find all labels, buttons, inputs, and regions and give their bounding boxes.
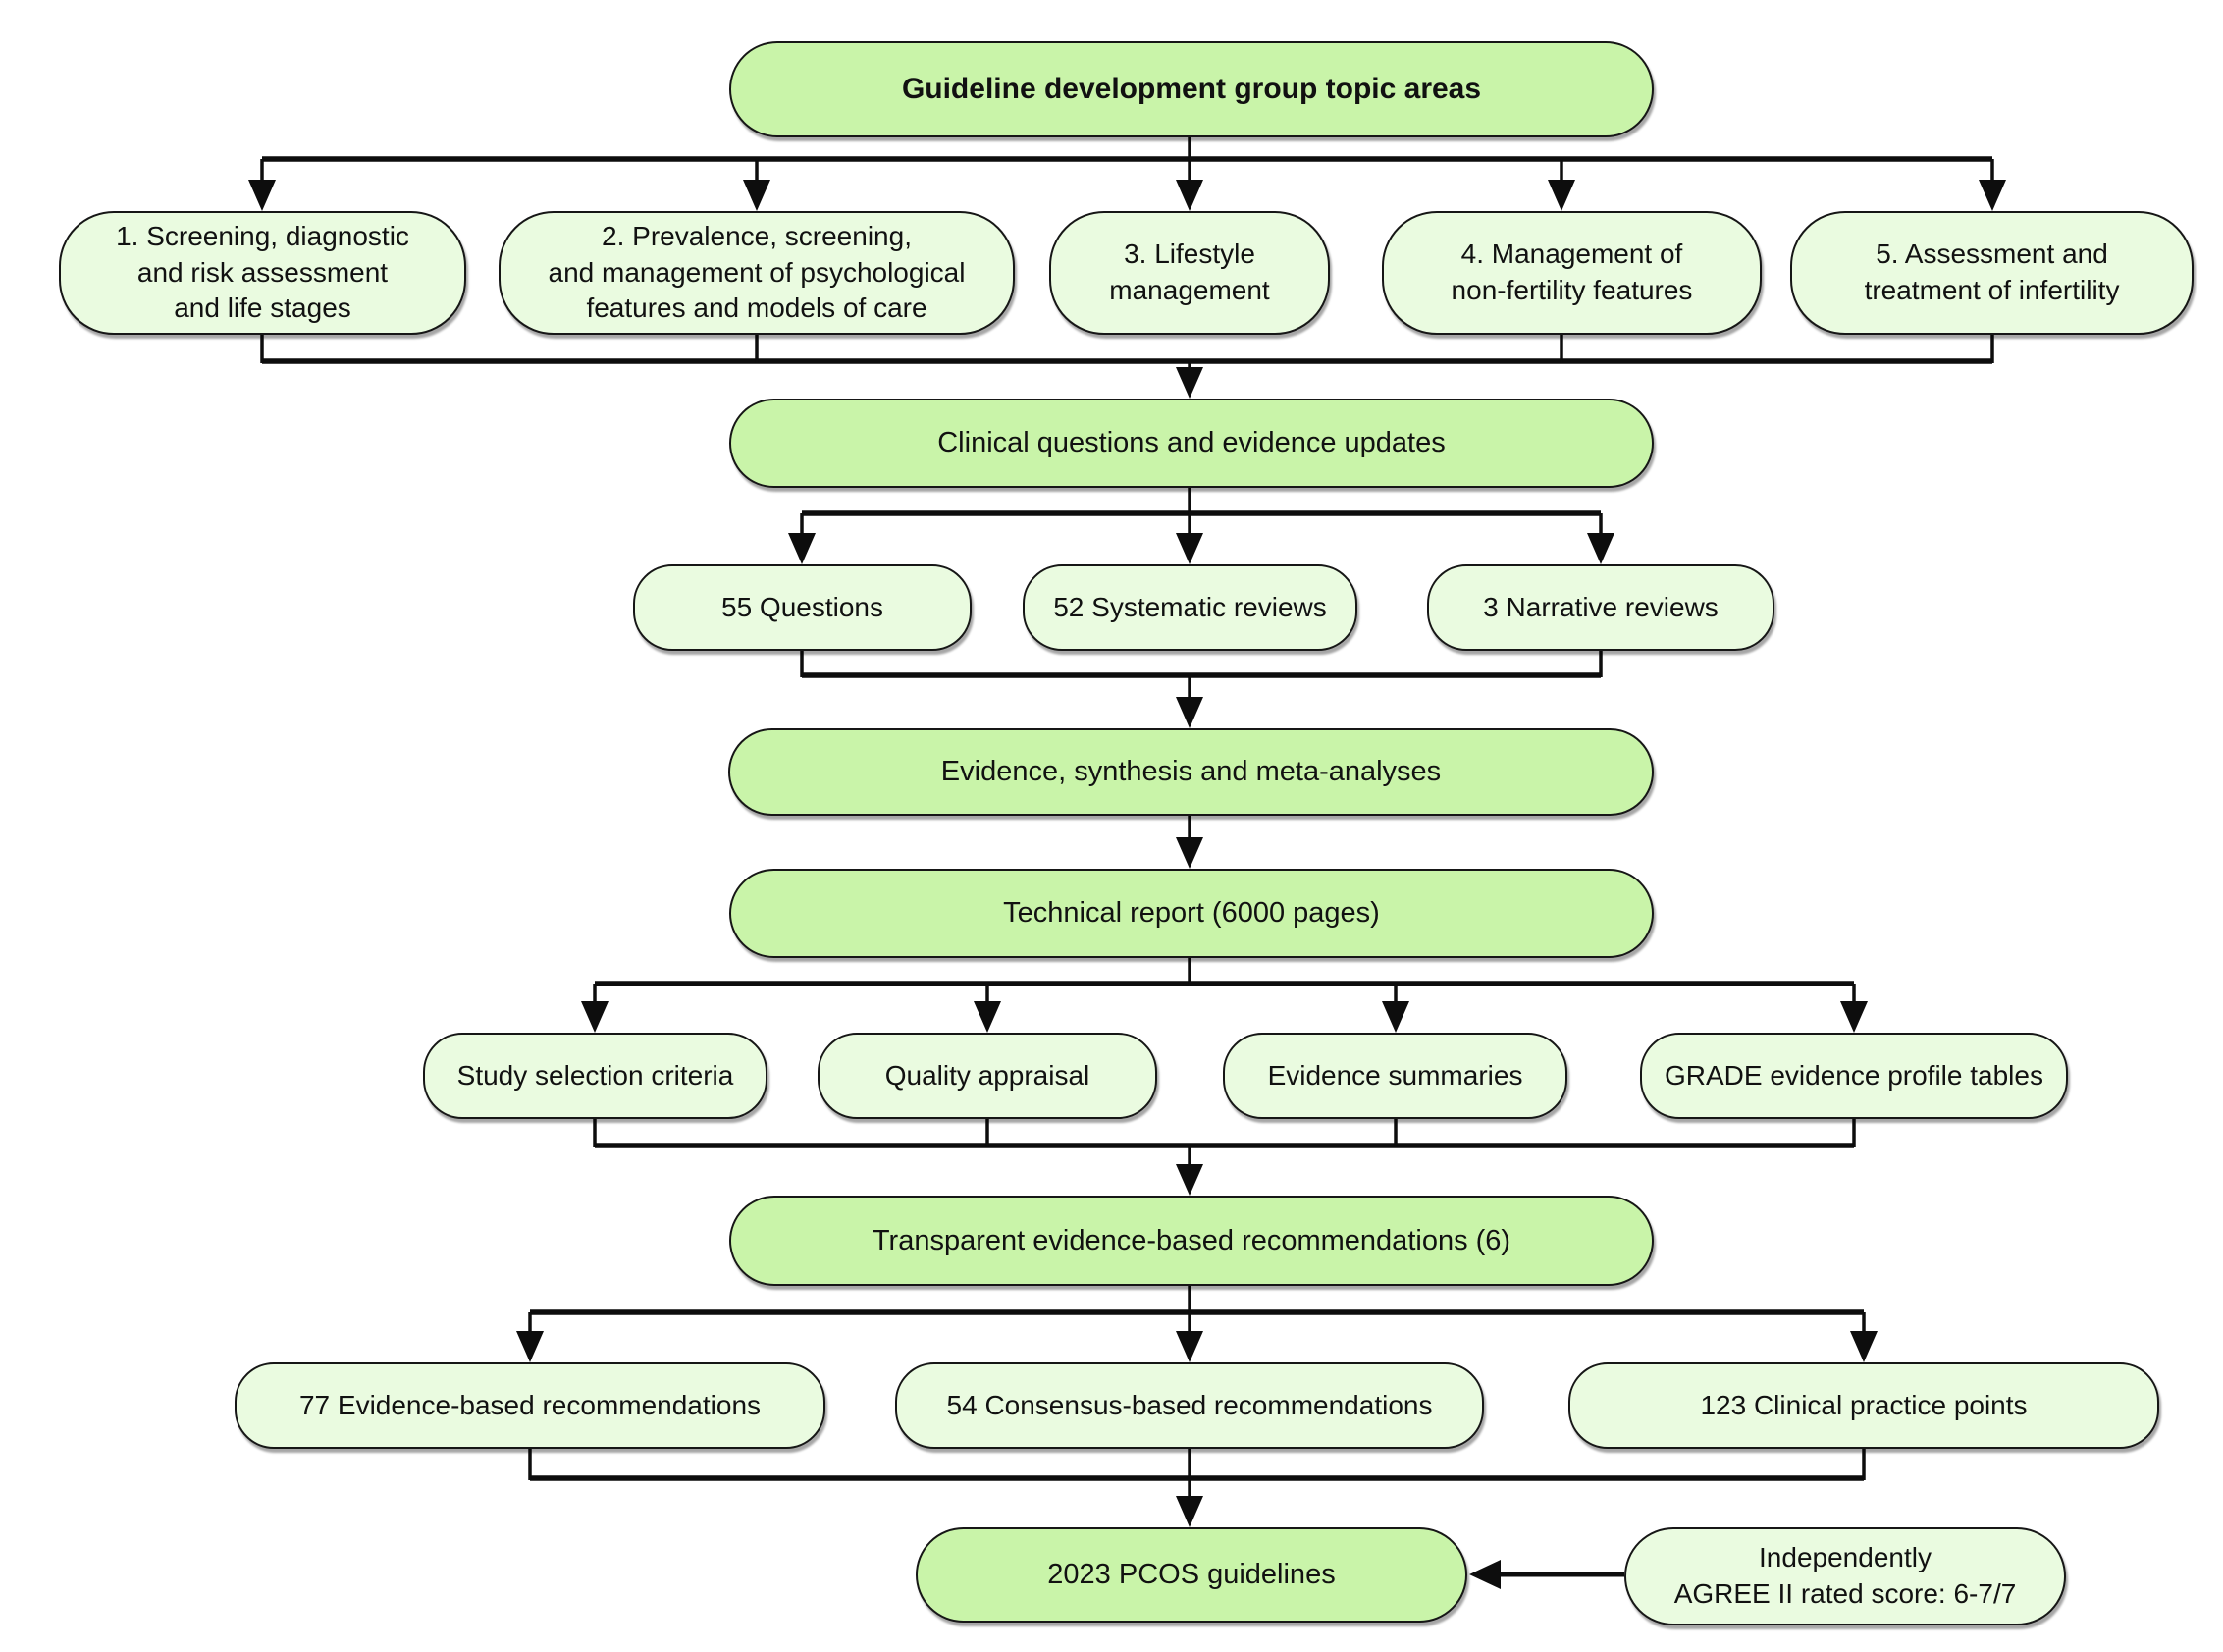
arrowhead-down bbox=[248, 180, 276, 211]
arrowhead-down bbox=[1176, 1496, 1203, 1527]
node-evidence-based-recommendations: 77 Evidence-based recommendations bbox=[235, 1362, 825, 1449]
node-52-systematic-reviews: 52 Systematic reviews bbox=[1023, 564, 1357, 651]
node-topic-2-psychological: 2. Prevalence, screening, and management… bbox=[499, 211, 1015, 335]
node-technical-report: Technical report (6000 pages) bbox=[729, 869, 1654, 958]
node-grade-evidence-tables: GRADE evidence profile tables bbox=[1640, 1033, 2068, 1119]
arrowhead-down bbox=[1548, 180, 1575, 211]
arrowhead-down bbox=[1176, 533, 1203, 564]
node-55-questions: 55 Questions bbox=[633, 564, 972, 651]
node-clinical-questions: Clinical questions and evidence updates bbox=[729, 399, 1654, 488]
node-clinical-practice-points: 123 Clinical practice points bbox=[1568, 1362, 2159, 1449]
arrowhead-down bbox=[1176, 837, 1203, 869]
arrowhead-down bbox=[1979, 180, 2006, 211]
arrowhead-down bbox=[1176, 1164, 1203, 1196]
arrowhead-down bbox=[1176, 1331, 1203, 1362]
node-topic-4-nonfertility: 4. Management of non-fertility features bbox=[1382, 211, 1762, 335]
arrowhead-down bbox=[516, 1331, 544, 1362]
arrowhead-down bbox=[1176, 697, 1203, 728]
node-3-narrative-reviews: 3 Narrative reviews bbox=[1427, 564, 1774, 651]
node-study-selection-criteria: Study selection criteria bbox=[423, 1033, 767, 1119]
arrowhead-down bbox=[1587, 533, 1614, 564]
node-evidence-synthesis: Evidence, synthesis and meta-analyses bbox=[728, 728, 1654, 816]
arrowhead-down bbox=[1840, 1001, 1868, 1033]
node-topic-5-infertility: 5. Assessment and treatment of infertili… bbox=[1790, 211, 2194, 335]
node-2023-pcos-guidelines: 2023 PCOS guidelines bbox=[916, 1527, 1467, 1623]
node-transparent-recommendations: Transparent evidence-based recommendatio… bbox=[729, 1196, 1654, 1286]
node-quality-appraisal: Quality appraisal bbox=[818, 1033, 1157, 1119]
arrowhead-down bbox=[1382, 1001, 1409, 1033]
arrowhead-down bbox=[788, 533, 816, 564]
node-consensus-based-recommendations: 54 Consensus-based recommendations bbox=[895, 1362, 1484, 1449]
arrowhead-down bbox=[974, 1001, 1001, 1033]
node-topic-3-lifestyle: 3. Lifestyle management bbox=[1049, 211, 1330, 335]
arrowhead-down bbox=[581, 1001, 609, 1033]
arrowhead-down bbox=[743, 180, 770, 211]
arrowhead-down bbox=[1850, 1331, 1878, 1362]
node-guideline-topic-areas: Guideline development group topic areas bbox=[729, 41, 1654, 137]
node-evidence-summaries: Evidence summaries bbox=[1223, 1033, 1567, 1119]
arrowhead-left bbox=[1469, 1560, 1501, 1589]
arrowhead-down bbox=[1176, 180, 1203, 211]
arrowhead-down bbox=[1176, 367, 1203, 399]
node-topic-1-screening: 1. Screening, diagnostic and risk assess… bbox=[59, 211, 466, 335]
node-agree-ii-rating: Independently AGREE II rated score: 6-7/… bbox=[1624, 1527, 2066, 1625]
